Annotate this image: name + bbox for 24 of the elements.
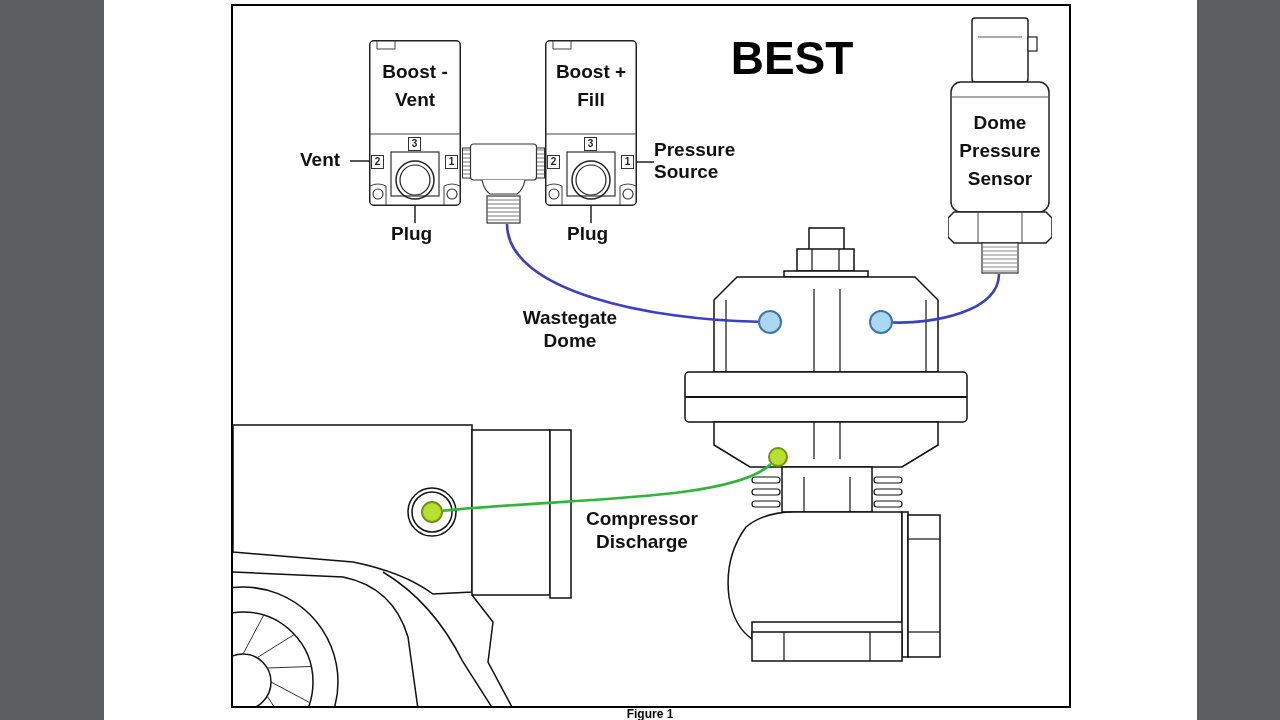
leader-line (590, 205, 592, 224)
part-label: Compressor Discharge (585, 507, 699, 553)
hose-line (505, 223, 759, 324)
port-number: 1 (621, 155, 634, 169)
valve-label: Boost + Fill (554, 60, 628, 112)
part-label: Plug (567, 223, 615, 247)
leader-line (414, 205, 416, 224)
part-label: Vent (300, 149, 350, 173)
figure-caption: Figure 1 (625, 708, 675, 720)
port-number: 2 (547, 155, 560, 169)
diagram-title: BEST (729, 31, 855, 86)
port-number: 3 (408, 137, 421, 151)
port-number: 1 (445, 155, 458, 169)
part-label: Wastegate Dome (521, 306, 619, 352)
leader-line (636, 161, 655, 163)
hose-line (442, 462, 772, 513)
part-label: Pressure Source (654, 139, 742, 185)
port-number: 2 (371, 155, 384, 169)
port-number: 3 (584, 137, 597, 151)
part-label: Plug (391, 223, 439, 247)
sensor-label: Dome Pressure Sensor (958, 111, 1042, 191)
leader-line (349, 160, 370, 162)
valve-label: Boost - Vent (381, 60, 449, 112)
hose-line (892, 273, 1001, 324)
